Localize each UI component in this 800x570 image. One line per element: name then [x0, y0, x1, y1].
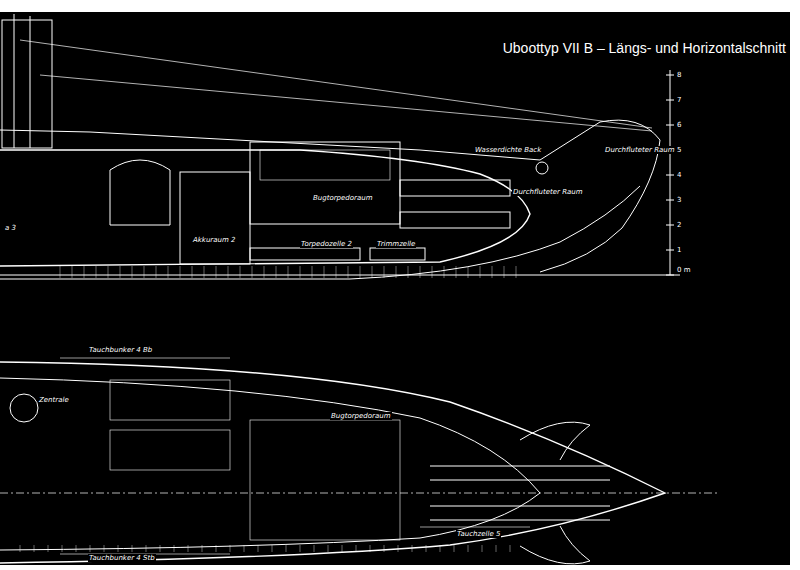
label: a 3	[4, 224, 17, 232]
label: Bugtorpedoraum	[312, 194, 374, 202]
label: 1	[676, 246, 682, 254]
label: 5	[676, 146, 682, 154]
label: Tauchbunker 4 Bb	[88, 346, 153, 354]
label: Zentrale	[38, 396, 70, 404]
label: Durchfluteter Raum	[512, 188, 584, 196]
title: Uboottyp VII B – Längs- und Horizontalsc…	[503, 40, 786, 56]
label: Tauchzelle 5	[456, 530, 501, 538]
label: Wasserdichte Back	[474, 146, 542, 154]
label: 7	[676, 96, 682, 104]
label: 8	[676, 71, 682, 79]
label: Trimmzelle	[376, 240, 416, 248]
label: 4	[676, 171, 682, 179]
label: Torpedozelle 2	[300, 240, 353, 248]
label: 2	[676, 221, 682, 229]
background	[0, 12, 790, 565]
frame-lines	[20, 266, 516, 552]
label: 3	[676, 196, 682, 204]
label: Durchfluteter Raum	[604, 146, 676, 154]
label: Bugtorpedoraum	[330, 412, 392, 420]
label: 0 m	[676, 266, 692, 274]
label: Akkuraum 2	[192, 236, 236, 244]
horizontal-section	[0, 358, 720, 564]
label: Tauchbunker 4 Stb	[88, 554, 156, 562]
label: 6	[676, 121, 682, 129]
